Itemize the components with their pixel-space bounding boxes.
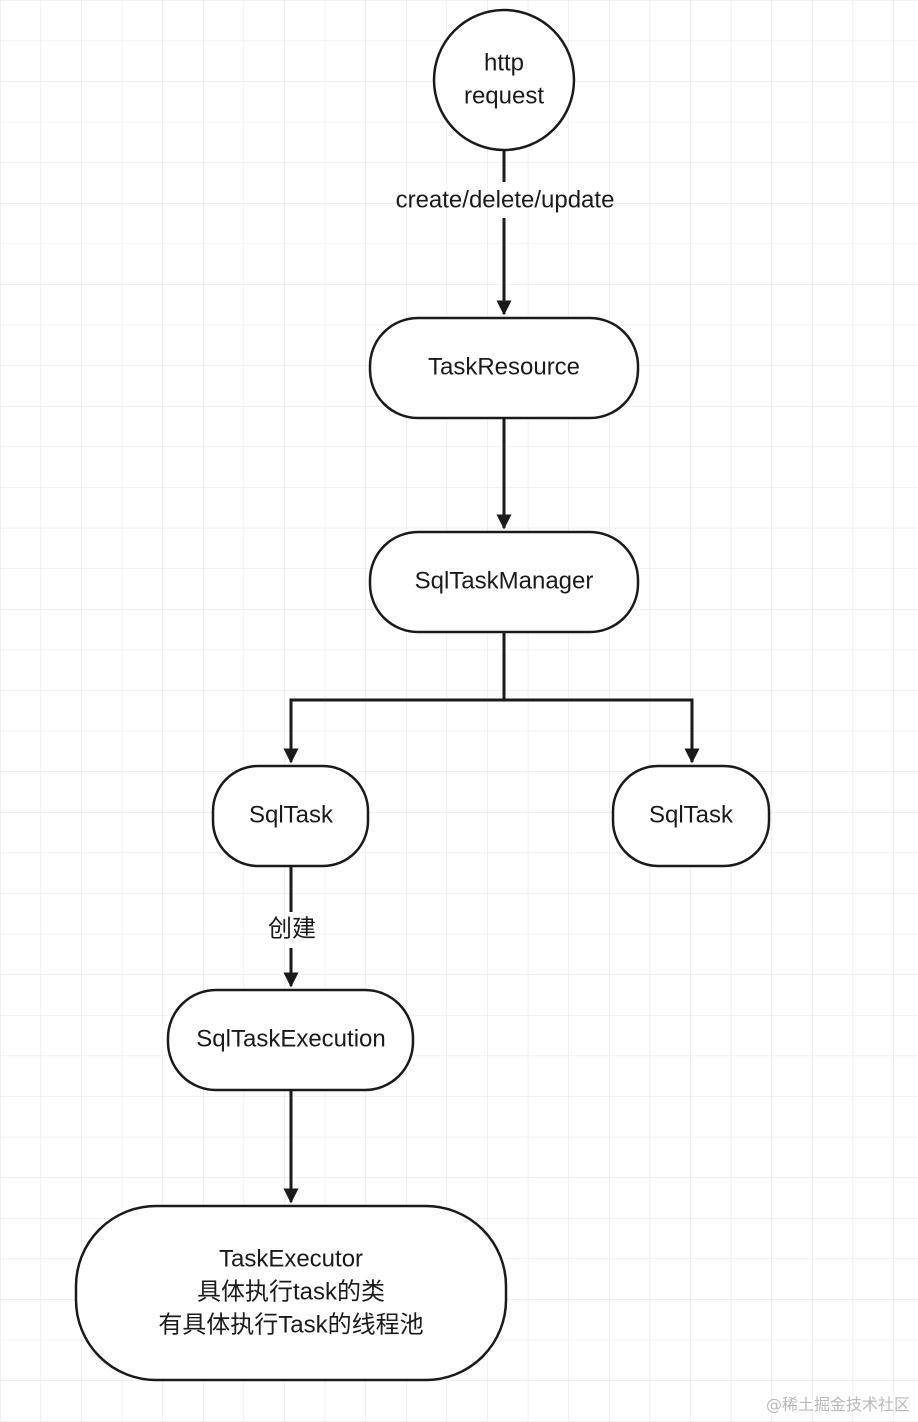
edge-label-create-delete-update: create/delete/update: [396, 186, 615, 213]
node-sql-task-execution: SqlTaskExecution: [166, 988, 415, 1092]
node-task-executor-line-2: 具体执行task的类: [197, 1278, 385, 1305]
node-http-request-line-1: http: [484, 49, 524, 76]
node-task-resource-label: TaskResource: [428, 353, 580, 380]
node-sql-task-manager: SqlTaskManager: [368, 530, 640, 634]
node-sql-task-manager-label: SqlTaskManager: [415, 567, 594, 594]
node-sql-task-right-label: SqlTask: [649, 801, 734, 828]
node-sql-task-execution-label: SqlTaskExecution: [196, 1025, 385, 1052]
node-sql-task-left: SqlTask: [211, 764, 370, 868]
node-task-executor-line-3: 有具体执行Task的线程池: [158, 1311, 423, 1338]
node-http-request: http request: [432, 8, 576, 152]
node-sql-task-left-label: SqlTask: [249, 801, 334, 828]
edge-label-create: 创建: [268, 915, 316, 942]
node-task-resource: TaskResource: [368, 316, 640, 420]
edge-manager-to-sqltask-left: [283, 633, 506, 764]
watermark-text: @稀土掘金技术社区: [766, 1395, 910, 1414]
node-http-request-line-2: request: [464, 82, 544, 109]
edge-manager-to-sqltask-right: [504, 698, 700, 764]
node-sql-task-right: SqlTask: [611, 764, 771, 868]
node-task-executor-line-1: TaskExecutor: [219, 1245, 363, 1272]
node-task-executor: TaskExecutor 具体执行task的类 有具体执行Task的线程池: [74, 1204, 508, 1382]
